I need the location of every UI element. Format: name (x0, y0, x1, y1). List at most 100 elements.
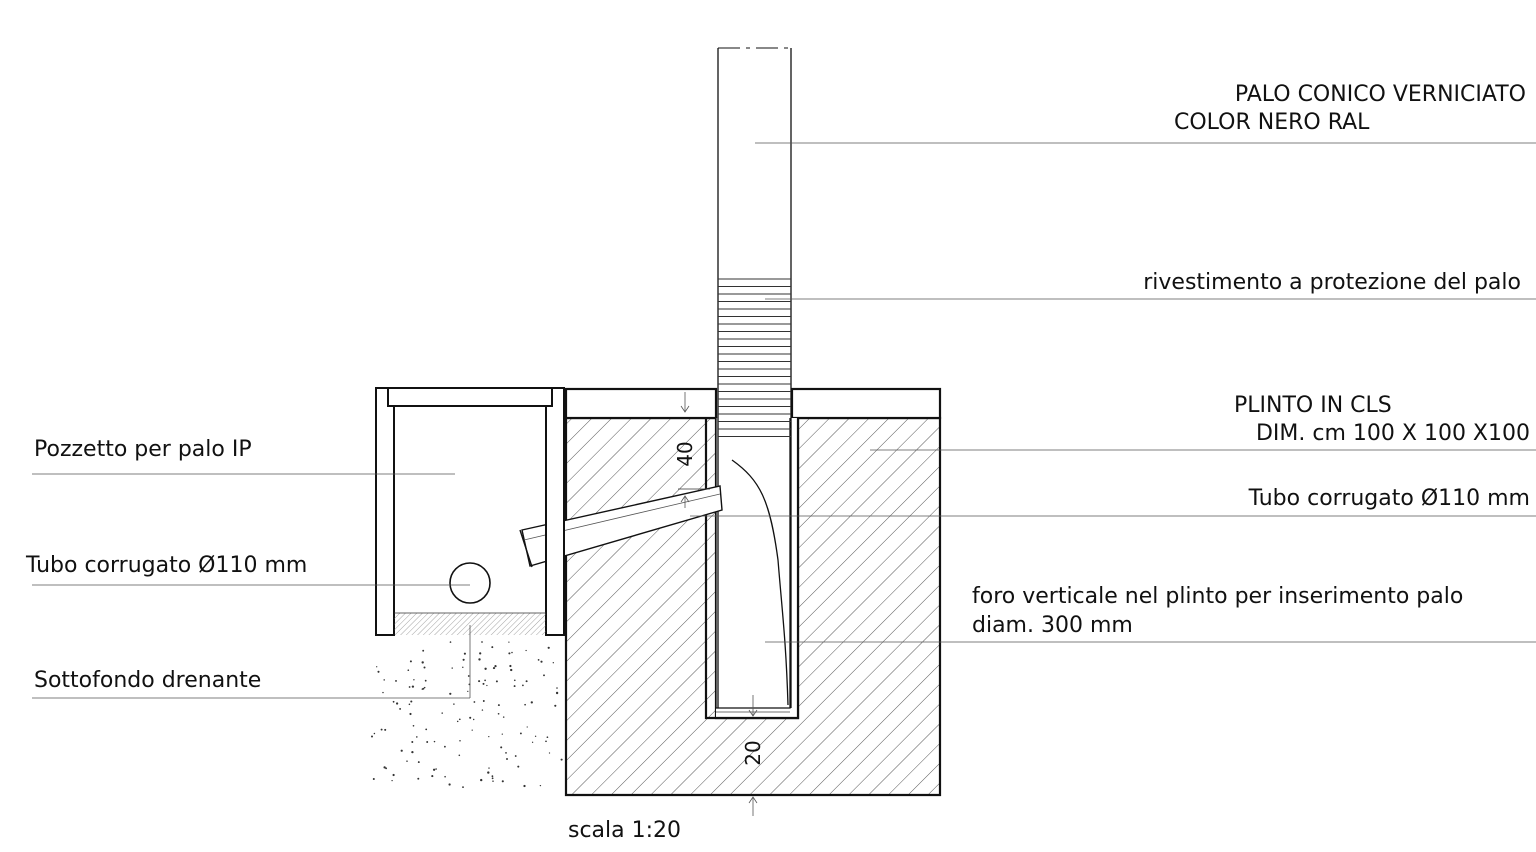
subbase-dot (497, 704, 500, 707)
subbase-dot (556, 687, 558, 689)
dimension-bottom-label: 20 (741, 740, 765, 765)
subbase-dot (392, 700, 395, 703)
subbase-dot (478, 658, 481, 661)
subbase-dot (459, 739, 461, 742)
subbase-dot (409, 712, 412, 716)
subbase-dot (555, 691, 559, 695)
subbase-dot (412, 724, 415, 727)
subbase-dot (482, 700, 485, 702)
cable-curve (731, 459, 789, 706)
subbase-dot (417, 777, 420, 780)
subbase-dot (372, 777, 375, 781)
subbase-dot (441, 712, 443, 714)
subbase-dot (501, 780, 504, 783)
subbase-dot (531, 741, 534, 743)
label-sleeve: rivestimento a protezione del palo (1143, 270, 1521, 295)
label-pipe-right: Tubo corrugato Ø110 mm (1248, 486, 1530, 511)
label-pole-line1: PALO CONICO VERNICIATO (1235, 82, 1526, 107)
subbase-dot (431, 775, 434, 778)
label-hole-line2: diam. 300 mm (972, 613, 1133, 638)
subbase-dot (509, 664, 512, 668)
subbase-dot (547, 646, 550, 649)
subbase-dot (395, 679, 397, 682)
subbase-dot (433, 740, 436, 743)
subbase-dot (508, 641, 510, 643)
subbase-dot (514, 755, 517, 757)
subbase-dot (486, 684, 488, 687)
subbase-dot (491, 777, 494, 780)
subbase-dot (530, 701, 533, 704)
subbase-dot (416, 736, 418, 738)
subbase-dot (462, 786, 464, 789)
conical-pole (717, 47, 792, 708)
subbase-dot (526, 726, 528, 728)
subbase-dot (380, 728, 383, 731)
subbase-dot (481, 641, 483, 643)
subbase-dot (411, 685, 415, 688)
subbase-dot (391, 779, 393, 782)
label-pipe-left: Tubo corrugato Ø110 mm (25, 553, 307, 578)
subbase-dot (383, 679, 385, 681)
subbase-dot (517, 765, 520, 768)
vertical-hole (704, 418, 800, 720)
dimension-top-label: 40 (673, 441, 697, 466)
subbase-dot (409, 660, 412, 663)
subbase-dot (463, 652, 466, 655)
subbase-dot (417, 761, 420, 764)
subbase-dot (421, 661, 424, 664)
subbase-dot (469, 716, 472, 719)
subbase-dot (492, 667, 496, 670)
label-scale: scala 1:20 (568, 818, 681, 843)
subbase-dot (451, 667, 453, 669)
subbase-dot (467, 675, 470, 677)
subbase-dot (421, 688, 424, 690)
subbase-dot (462, 666, 464, 669)
subbase-dot (495, 680, 498, 683)
subbase-dot (537, 659, 540, 661)
subbase-dot (534, 735, 537, 737)
subbase-dot (560, 758, 563, 761)
subbase-dot (479, 652, 482, 655)
subbase-dot (494, 664, 497, 668)
subbase-dot (548, 752, 551, 754)
subbase-dot (422, 649, 425, 652)
subbase-dot (384, 728, 387, 731)
subbase-dot (540, 660, 543, 663)
subbase-dot (435, 768, 437, 770)
subbase-dot (523, 784, 526, 788)
subbase-dot (487, 771, 490, 774)
subbase-dot (491, 646, 494, 649)
subbase-dot (399, 707, 402, 710)
plinth-cover-left (564, 387, 718, 420)
subbase-dot (382, 691, 384, 694)
subbase-dot (552, 662, 554, 664)
subbase-dot (411, 741, 414, 743)
subbase-dot (471, 729, 473, 731)
subbase-dot (506, 758, 508, 760)
subbase-dot (484, 679, 486, 682)
subbase-dot (501, 733, 503, 735)
label-hole-line1: foro verticale nel plinto per inseriment… (972, 584, 1463, 609)
subbase-dot (511, 651, 513, 654)
subbase-dot (505, 752, 507, 754)
pipe-section-circle (449, 562, 491, 604)
subbase-dot (513, 679, 516, 682)
subbase-dot (426, 741, 429, 743)
subbase-dot (458, 754, 461, 757)
subbase-dot (480, 778, 483, 782)
subbase-dot (383, 766, 386, 769)
subbase-dot (467, 690, 469, 693)
subbase-dot (522, 684, 524, 687)
subbase-dot (425, 728, 428, 731)
subbase-dot (400, 749, 403, 752)
subbase-dot (377, 670, 380, 673)
subbase-dot (492, 780, 494, 782)
subbase-dot (373, 732, 376, 735)
subbase-dot (482, 682, 485, 685)
dimension-top: 40 (673, 392, 697, 508)
subbase-dot (424, 679, 427, 682)
subbase-dot (432, 768, 436, 771)
subbase-dot (406, 760, 408, 762)
subbase-dot (410, 700, 413, 703)
subbase-dot (456, 720, 459, 723)
